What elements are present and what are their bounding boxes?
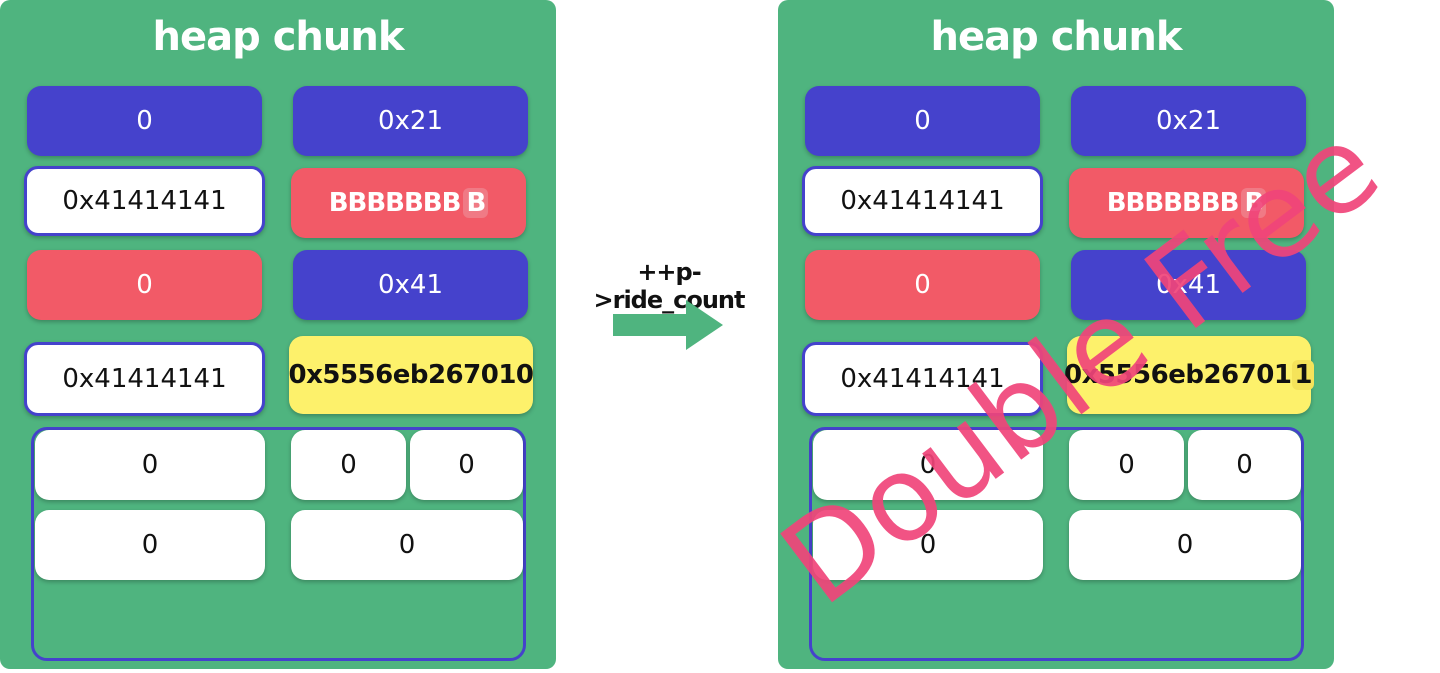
next-bk-incremented-byte: 1 (1292, 360, 1315, 390)
user-data-region (31, 427, 526, 661)
bk-cell-modified-byte: B (463, 188, 489, 218)
data-cell: 0 (291, 430, 406, 500)
next-bk-cell: 0x5556eb26701 1 (1063, 336, 1315, 414)
left-heap-chunk: heap chunk 0 0x21 0x41414141 BBBBBBB B 0… (0, 0, 556, 669)
bk-cell: BBBBBBB B (291, 168, 526, 238)
data-cell: 0 (813, 510, 1043, 580)
next-size-cell: 0x41 (1071, 250, 1306, 320)
next-size-cell: 0x41 (293, 250, 528, 320)
size-cell: 0x21 (1071, 86, 1306, 156)
right-arrow-icon (613, 300, 723, 350)
prev-size-cell: 0 (805, 86, 1040, 156)
size-cell: 0x21 (293, 86, 528, 156)
data-cell: 0 (1069, 430, 1184, 500)
data-cell: 0 (35, 430, 265, 500)
data-cell: 0 (813, 430, 1043, 500)
next-prev-size-cell: 0 (805, 250, 1040, 320)
data-cell: 0 (410, 430, 523, 500)
data-cell: 0 (1188, 430, 1301, 500)
fd-cell: 0x41414141 (802, 166, 1043, 236)
right-heap-chunk: heap chunk 0 0x21 0x41414141 BBBBBBB B 0… (778, 0, 1334, 669)
data-cell: 0 (1069, 510, 1301, 580)
next-prev-size-cell: 0 (27, 250, 262, 320)
bk-cell: BBBBBBB B (1069, 168, 1304, 238)
data-cell: 0 (35, 510, 265, 580)
bk-cell-modified-byte: B (1241, 188, 1267, 218)
fd-cell: 0x41414141 (24, 166, 265, 236)
bk-cell-main: BBBBBBB (1106, 188, 1240, 218)
prev-size-cell: 0 (27, 86, 262, 156)
next-fd-cell: 0x41414141 (802, 342, 1043, 416)
operation-label: ++p->ride_count (593, 258, 746, 314)
next-bk-cell: 0x5556eb267010 (289, 336, 534, 414)
next-bk-main: 0x5556eb26701 (1063, 360, 1292, 390)
data-cell: 0 (291, 510, 523, 580)
chunk-title: heap chunk (930, 14, 1183, 60)
bk-cell-main: BBBBBBB (328, 188, 462, 218)
next-fd-cell: 0x41414141 (24, 342, 265, 416)
chunk-title: heap chunk (152, 14, 405, 60)
user-data-region (809, 427, 1304, 661)
